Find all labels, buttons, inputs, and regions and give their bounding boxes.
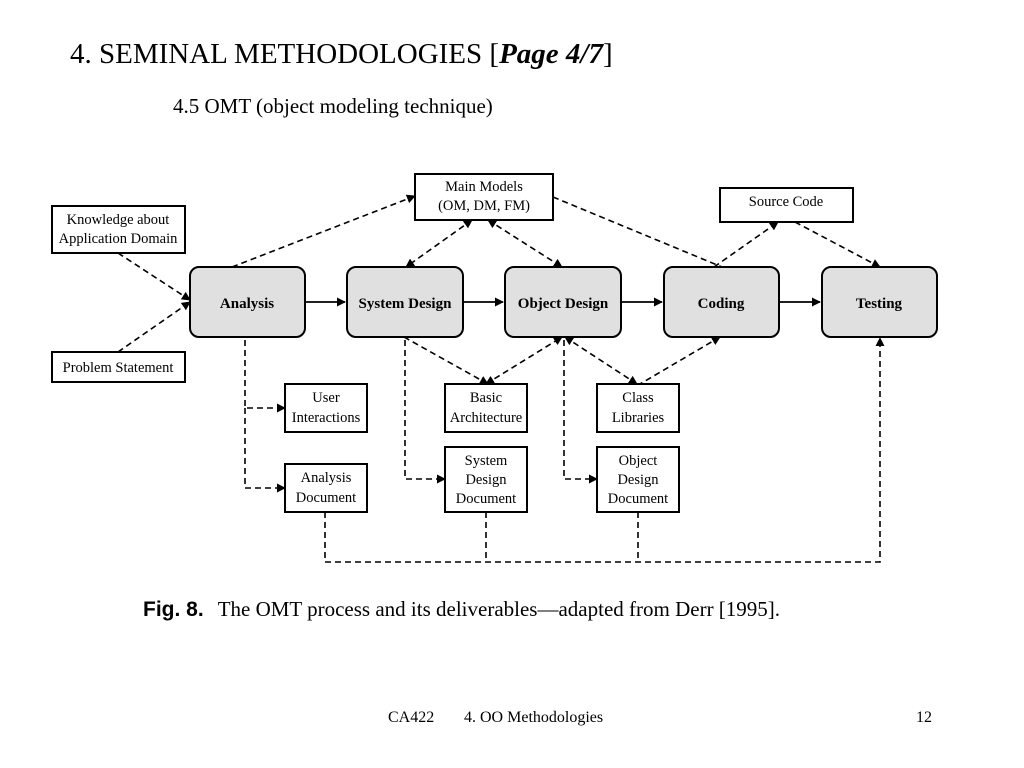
- figure-caption-label: Fig. 8.: [143, 598, 204, 621]
- system-design-document-line-3: Document: [456, 491, 516, 507]
- user-interactions-box: User Interactions: [284, 383, 368, 433]
- arrow-main-models-object-design: [487, 219, 563, 268]
- arrow-object-design-document: [563, 340, 598, 484]
- class-libraries-line-1: Class: [622, 390, 654, 406]
- arrow-system-design-document: [404, 340, 446, 484]
- arrow-object-design-basic-architecture: [485, 336, 563, 385]
- knowledge-line-2: Application Domain: [59, 231, 179, 247]
- basic-architecture-line-1: Basic: [470, 390, 502, 406]
- arrow-main-models-system-design: [405, 219, 473, 268]
- analysis-document-line-2: Document: [296, 490, 356, 506]
- arrow-source-code-to-testing: [794, 221, 881, 268]
- object-design-document-line-2: Design: [617, 472, 659, 488]
- object-design-label: Object Design: [518, 296, 609, 312]
- source-code-label: Source Code: [749, 194, 824, 210]
- analysis-phase: Analysis: [189, 266, 306, 338]
- figure-caption: Fig. 8. The OMT process and its deliverab…: [143, 597, 780, 621]
- footer-page-number: 12: [916, 709, 932, 726]
- analysis-document-box: Analysis Document: [284, 463, 368, 513]
- page-title: 4. SEMINAL METHODOLOGIES [Page 4/7]: [70, 36, 613, 72]
- coding-phase: Coding: [663, 266, 780, 338]
- arrow-analysis-to-main-models: [231, 194, 416, 268]
- footer-course: CA422: [388, 709, 435, 726]
- source-code-box: Source Code: [719, 187, 854, 223]
- main-models-box: Main Models (OM, DM, FM): [414, 173, 554, 221]
- object-design-document-box: Object Design Document: [596, 446, 680, 513]
- title-suffix: ]: [602, 38, 613, 70]
- testing-label: Testing: [856, 296, 903, 312]
- arrow-documents-to-testing: [324, 337, 885, 563]
- object-design-document-line-3: Document: [608, 491, 668, 507]
- arrow-system-design-basic-architecture: [403, 336, 489, 385]
- main-models-line-1: Main Models: [445, 179, 523, 195]
- figure-caption-text: The OMT process and its deliverables—ada…: [218, 597, 780, 621]
- basic-architecture-box: Basic Architecture: [444, 383, 528, 433]
- arrow-coding-source-code: [713, 221, 779, 268]
- system-design-phase: System Design: [346, 266, 464, 338]
- main-models-line-2: (OM, DM, FM): [438, 198, 530, 214]
- title-page: Page 4/7: [499, 38, 603, 70]
- arrow-knowledge-to-analysis: [117, 252, 191, 301]
- knowledge-line-1: Knowledge about: [67, 212, 170, 228]
- analysis-document-line-1: Analysis: [301, 470, 352, 486]
- object-design-phase: Object Design: [504, 266, 622, 338]
- object-design-document-line-1: Object: [619, 453, 658, 469]
- arrow-analysis-user-interactions: [244, 340, 286, 413]
- problem-statement-box: Problem Statement: [51, 351, 186, 383]
- dashed-arrows: [117, 194, 885, 563]
- arrow-object-design-class-libraries: [564, 336, 638, 385]
- class-libraries-box: Class Libraries: [596, 383, 680, 433]
- analysis-label: Analysis: [220, 296, 274, 312]
- system-design-document-line-2: Design: [465, 472, 507, 488]
- arrow-analysis-analysis-document: [244, 408, 286, 493]
- arrow-coding-class-libraries: [639, 336, 721, 385]
- basic-architecture-line-2: Architecture: [450, 410, 522, 426]
- coding-label: Coding: [698, 296, 745, 312]
- footer-topic: 4. OO Methodologies: [464, 709, 604, 726]
- user-interactions-line-2: Interactions: [292, 410, 361, 426]
- system-design-document-box: System Design Document: [444, 446, 528, 513]
- system-design-document-line-1: System: [465, 453, 508, 469]
- testing-phase: Testing: [821, 266, 938, 338]
- arrow-problem-to-analysis: [117, 301, 191, 353]
- user-interactions-line-1: User: [312, 390, 340, 406]
- knowledge-box: Knowledge about Application Domain: [51, 205, 186, 254]
- title-prefix: 4. SEMINAL METHODOLOGIES [: [70, 38, 500, 70]
- page-subtitle: 4.5 OMT (object modeling technique): [173, 94, 493, 118]
- problem-statement-label: Problem Statement: [63, 360, 174, 376]
- class-libraries-line-2: Libraries: [612, 410, 665, 426]
- arrow-main-models-to-testing: [552, 196, 723, 268]
- system-design-label: System Design: [359, 296, 453, 312]
